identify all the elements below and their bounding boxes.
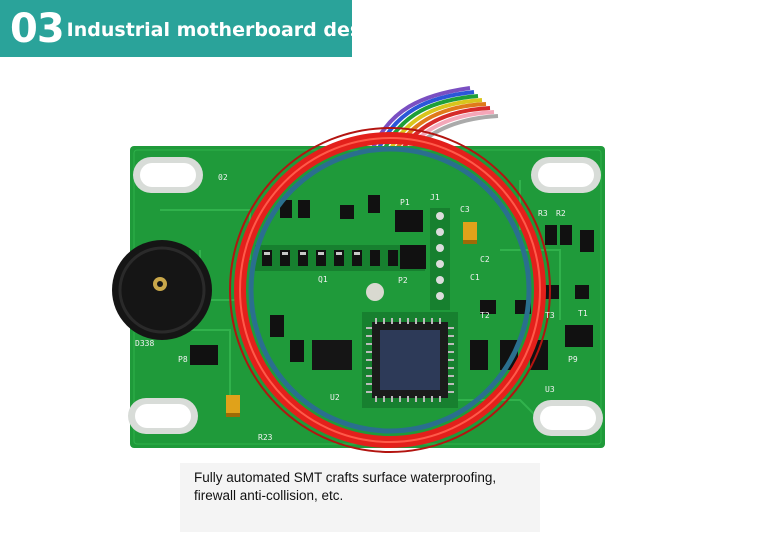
svg-text:C1: C1: [470, 273, 480, 282]
svg-text:J1: J1: [430, 193, 440, 202]
section-banner: 03 Industrial motherboard design: [0, 0, 395, 57]
svg-text:U3: U3: [545, 385, 555, 394]
mounting-slot-bottom-left: [128, 398, 198, 434]
smd-components: [190, 195, 594, 417]
svg-text:R23: R23: [258, 433, 273, 442]
svg-text:R3: R3: [538, 209, 548, 218]
svg-text:T3: T3: [545, 311, 555, 320]
svg-text:Q1: Q1: [318, 275, 328, 284]
microcontroller-chip: [362, 312, 458, 408]
caption-box: Fully automated SMT crafts surface water…: [180, 463, 540, 532]
pcb-board: [130, 146, 605, 448]
caption-line-1: Fully automated SMT crafts surface water…: [194, 470, 497, 485]
svg-text:P9: P9: [568, 355, 578, 364]
section-title: Industrial motherboard design: [66, 18, 395, 41]
svg-text:02: 02: [218, 173, 228, 182]
coil-antenna: [229, 127, 551, 453]
svg-text:R2: R2: [556, 209, 566, 218]
mounting-slot-top-right: [531, 157, 601, 193]
section-number: 03: [10, 5, 65, 52]
u2-chip: [312, 340, 352, 370]
svg-text:P2: P2: [398, 276, 408, 285]
mounting-slot-top-left: [133, 157, 203, 193]
svg-text:T2: T2: [480, 311, 490, 320]
svg-text:C3: C3: [460, 205, 470, 214]
svg-text:P8: P8: [178, 355, 188, 364]
caption-line-2: firewall anti-collision, etc.: [194, 488, 344, 503]
svg-text:P1: P1: [400, 198, 410, 207]
caption-text: Fully automated SMT crafts surface water…: [194, 469, 534, 505]
svg-text:U2: U2: [330, 393, 340, 402]
silkscreen-labels: 02 J1 P1 C3 D338 P8 C2 U2 U3 P9 T1 T2 T3…: [135, 173, 588, 442]
svg-text:C2: C2: [480, 255, 490, 264]
mounting-slot-bottom-right: [533, 400, 603, 436]
svg-text:T1: T1: [578, 309, 588, 318]
buzzer: [112, 240, 212, 340]
svg-text:D338: D338: [135, 339, 154, 348]
